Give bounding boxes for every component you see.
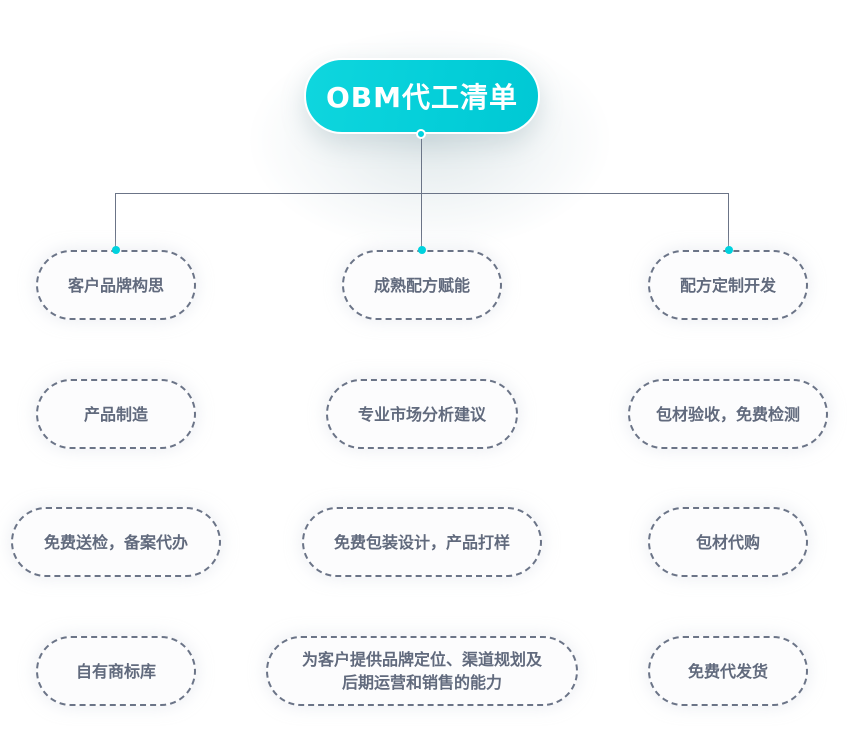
node-label: 包材代购 [695,532,760,552]
node-brand-positioning: 为客户提供品牌定位、渠道规划及后期运营和销售的能力 [266,636,578,706]
node-label: 产品制造 [83,404,148,424]
node-packaging-design: 免费包装设计，产品打样 [302,507,542,577]
node-label: 为客户提供品牌定位、渠道规划及后期运营和销售的能力 [301,650,542,692]
node-label: 自有商标库 [75,661,156,681]
connector-dot-left [112,246,120,254]
root-node: OBM代工清单 [304,58,540,134]
node-free-inspection: 免费送检，备案代办 [11,507,221,577]
node-market-analysis: 专业市场分析建议 [326,379,518,449]
connector-dot-right [725,246,733,254]
node-material-purchasing: 包材代购 [648,507,808,577]
node-custom-formula: 配方定制开发 [648,250,808,320]
node-mature-formula: 成熟配方赋能 [342,250,502,320]
node-label: 专业市场分析建议 [357,404,486,424]
node-label: 包材验收，免费检测 [655,404,800,424]
connector-dot-center [418,246,426,254]
root-connector-dot [416,129,426,139]
root-title: OBM代工清单 [325,81,518,114]
node-brand-concept: 客户品牌构思 [36,250,196,320]
node-label: 成熟配方赋能 [373,275,470,295]
node-free-shipping: 免费代发货 [648,636,808,706]
node-label: 免费代发货 [687,661,768,681]
node-manufacturing: 产品制造 [36,379,196,449]
node-label: 客户品牌构思 [67,275,164,295]
node-label: 免费包装设计，产品打样 [333,532,510,552]
node-label: 免费送检，备案代办 [43,532,188,552]
node-label: 配方定制开发 [679,275,776,295]
node-trademark-library: 自有商标库 [36,636,196,706]
node-material-acceptance: 包材验收，免费检测 [628,379,828,449]
